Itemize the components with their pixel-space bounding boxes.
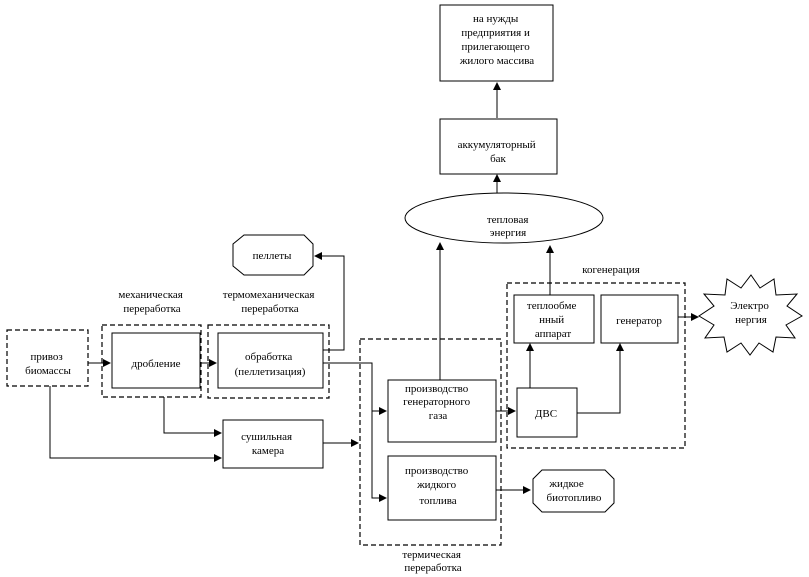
svg-text:пеллеты: пеллеты xyxy=(253,250,292,262)
svg-text:теплообме нный апп: теплообме нный аппарат xyxy=(527,300,579,340)
node-privoz: привоз биомассы xyxy=(25,351,71,377)
node-liquid-fuel: производство жидкого топлива xyxy=(387,455,497,521)
node-generator-gas: производство генераторного газа xyxy=(387,379,497,443)
node-droblenie: дробление xyxy=(111,332,201,389)
group-thermomechanical: термомеханическая переработка xyxy=(207,289,330,399)
svg-text:производство генераторно: производство генераторного газа xyxy=(403,383,473,422)
group-cogeneration: когенерация xyxy=(506,264,686,449)
group-thermomechanical-label: термомеханическая переработка xyxy=(223,289,317,315)
node-dvs: ДВС xyxy=(516,387,578,438)
svg-text:генератор: генератор xyxy=(616,315,662,327)
svg-text:аккумуляторный бак: аккумуляторный бак xyxy=(458,139,539,165)
node-electricity: Электро нергия xyxy=(698,274,803,356)
node-needs: на нужды предприятия и прилегающего жило… xyxy=(439,4,554,82)
node-battery-tank: аккумуляторный бак xyxy=(439,118,558,175)
node-biofuel: жидкое биотопливо xyxy=(532,469,615,513)
svg-text:тепловая энергия: тепловая энергия xyxy=(487,214,531,239)
group-mechanical-label: механическая переработка xyxy=(118,289,185,315)
group-cogeneration-label: когенерация xyxy=(582,264,640,276)
group-thermal-label: термическая переработка xyxy=(402,549,463,574)
connectors xyxy=(49,82,699,502)
node-pellety: пеллеты xyxy=(232,234,314,276)
node-heat-exchanger: теплообме нный аппарат xyxy=(513,294,595,344)
svg-text:на нужды предприятия и: на нужды предприятия и прилегающего жило… xyxy=(459,13,534,67)
svg-text:сушильная камера: сушильная камера xyxy=(241,431,295,457)
node-heat-energy: тепловая энергия xyxy=(404,192,604,244)
svg-text:дробление: дробление xyxy=(132,358,181,370)
node-generator: генератор xyxy=(600,294,679,344)
group-privoz xyxy=(6,329,89,387)
svg-text:Электро нергия: Электро нергия xyxy=(730,300,771,326)
svg-text:жидкое биотопливо: жидкое биотопливо xyxy=(547,478,602,504)
svg-text:привоз биомассы: привоз биомассы xyxy=(25,351,71,377)
svg-text:обработка (пеллетизация): обработка (пеллетизация) xyxy=(235,351,306,378)
node-obrabotka: обработка (пеллетизация) xyxy=(217,332,324,389)
svg-text:производство жидкого: производство жидкого топлива xyxy=(405,465,471,507)
group-mechanical: механическая переработка xyxy=(101,289,202,398)
svg-text:ДВС: ДВС xyxy=(535,408,557,420)
node-sushilnaya: сушильная камера xyxy=(222,419,324,469)
group-thermal: термическая переработка xyxy=(359,338,502,574)
